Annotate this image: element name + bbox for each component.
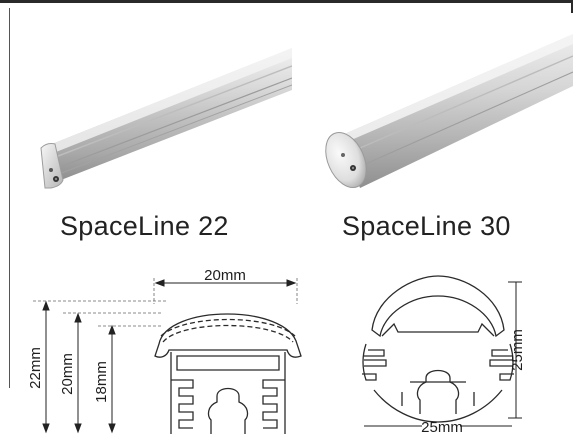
- spaceline-30-dimension-drawing: 25mm 25mm: [362, 275, 526, 434]
- diameter-vertical-label: 25mm: [509, 329, 526, 371]
- profile-outline-30: [362, 275, 514, 423]
- spaceline-30-product-photo: [325, 34, 573, 188]
- spaceline-22-title: SpaceLine 22: [60, 211, 229, 241]
- frame-border-left: [9, 8, 10, 388]
- spaceline-30-title: SpaceLine 30: [342, 211, 511, 241]
- spaceline-22-product-photo: [40, 48, 292, 189]
- dimension-lines-30: [364, 281, 522, 427]
- diameter-horizontal-label: 25mm: [421, 419, 463, 434]
- width-dimension-label: 20mm: [204, 267, 246, 284]
- extension-lines: [33, 278, 298, 327]
- profile-height-dimension-label: 18mm: [93, 361, 110, 403]
- total-height-dimension-label: 22mm: [27, 347, 44, 389]
- diffuser-height-dimension-label: 20mm: [59, 353, 76, 395]
- profile-outline-22: [154, 313, 302, 434]
- frame-border-right: [571, 3, 573, 13]
- spaceline-22-dimension-drawing: 20mm 22mm 20mm 18mm: [27, 267, 302, 434]
- frame-border-top: [0, 0, 573, 3]
- dimension-lines: [42, 279, 297, 434]
